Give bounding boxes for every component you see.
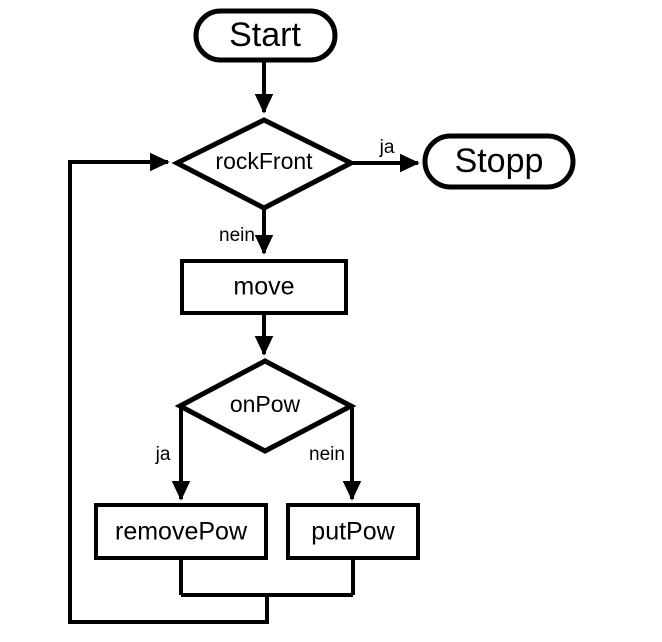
edge-label-ja-removepow: ja <box>155 444 171 465</box>
node-stopp-label: Stopp <box>455 142 544 180</box>
node-putpow-label: putPow <box>311 518 395 546</box>
edge-label-ja-stopp: ja <box>379 137 395 158</box>
node-onpow[interactable]: onPow <box>174 358 357 454</box>
edge-rockfront-to-move: nein <box>219 210 274 255</box>
edge-rockfront-to-stopp: ja <box>352 137 420 173</box>
edge-onpow-to-removepow: ja <box>155 406 191 501</box>
node-stopp[interactable]: Stopp <box>422 133 576 190</box>
node-move[interactable]: move <box>180 259 348 315</box>
edge-label-nein-putpow: nein <box>309 444 345 465</box>
node-start[interactable]: Start <box>193 8 338 63</box>
node-putpow[interactable]: putPow <box>286 503 420 560</box>
node-start-label: Start <box>229 16 301 54</box>
node-removepow[interactable]: removePow <box>94 503 268 560</box>
node-move-label: move <box>233 273 294 301</box>
edge-merge-loop-back <box>68 152 355 624</box>
node-onpow-label: onPow <box>230 391 301 417</box>
node-rockfront[interactable]: rockFront <box>171 117 357 211</box>
node-removepow-label: removePow <box>115 518 248 546</box>
edge-onpow-to-putpow: nein <box>309 406 362 501</box>
node-rockfront-label: rockFront <box>215 148 313 174</box>
edge-label-nein-move: nein <box>219 225 255 246</box>
